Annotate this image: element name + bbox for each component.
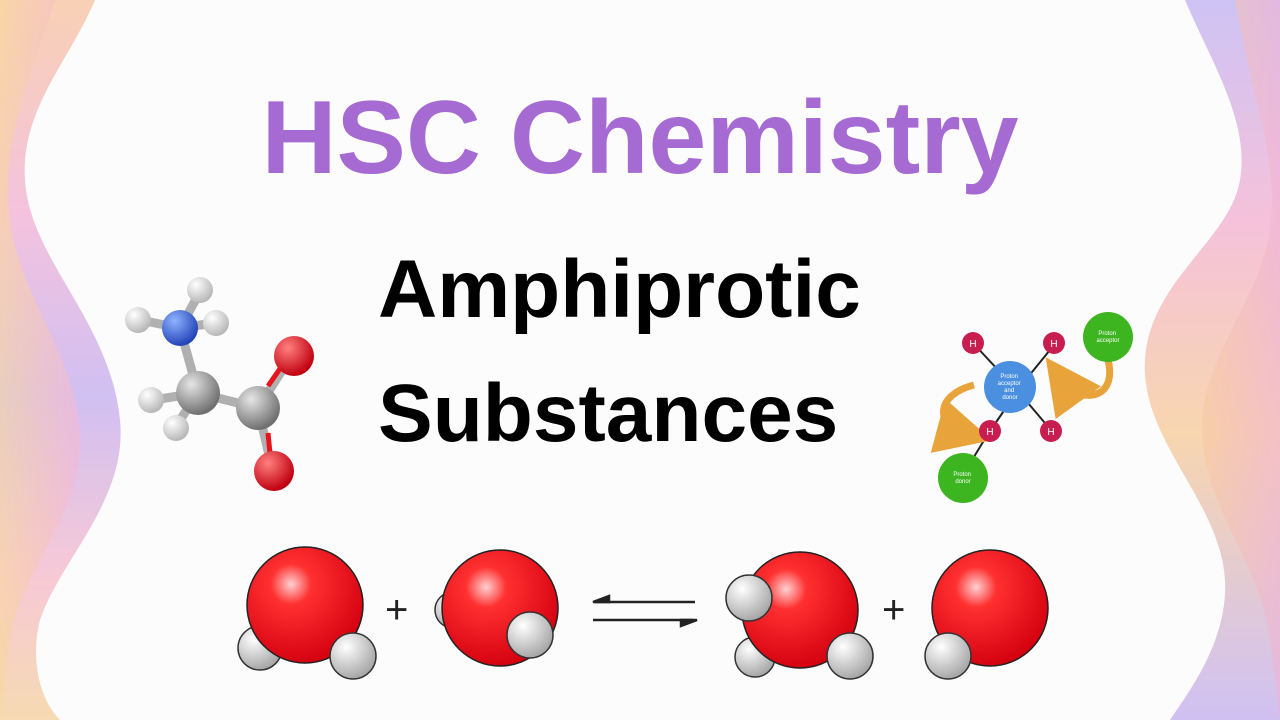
water-molecule [237, 546, 377, 680]
plus-sign: + [882, 588, 906, 632]
proton-acceptor-node [1083, 312, 1133, 362]
hydrogen-atom [163, 415, 189, 441]
plus-sign: + [385, 588, 409, 632]
proton-donor-node [938, 453, 988, 503]
proton-acceptor-label: Proton acceptor [1096, 331, 1119, 344]
hydroxide-ion [924, 549, 1049, 680]
left-wave-decoration [0, 0, 121, 720]
hydrogen-node [979, 420, 1001, 442]
hydrogen-label: H [1047, 427, 1054, 438]
subtitle-line-1: Amphiprotic [378, 244, 861, 335]
center-node-label: Proton acceptor and donor [998, 374, 1023, 401]
hydrogen-label: H [969, 339, 976, 350]
hydrogen-atom [203, 310, 229, 336]
page-subtitle: Amphiprotic Substances [378, 228, 938, 476]
equilibrium-arrows [592, 594, 698, 628]
water-molecule [434, 549, 559, 667]
oxygen-atom [274, 336, 314, 376]
nitrogen-atom [162, 310, 198, 346]
subtitle-line-2: Substances [378, 368, 839, 459]
oxygen-atom [254, 451, 294, 491]
right-wave-decoration [1144, 0, 1280, 720]
glycine-molecule-model [125, 277, 314, 491]
water-autoionization-equation [237, 546, 1049, 680]
hydrogen-node [1043, 332, 1065, 354]
carbon-atom [176, 371, 220, 415]
page-title: HSC Chemistry [261, 80, 1019, 196]
hydrogen-label: H [1050, 339, 1057, 350]
hydronium-ion [725, 551, 874, 680]
hydrogen-node [962, 332, 984, 354]
center-node [984, 361, 1036, 413]
proton-donor-label: Proton donor [953, 472, 972, 485]
carbon-atom [236, 386, 280, 430]
hydrogen-atom [138, 387, 164, 413]
hydrogen-atom [125, 307, 151, 333]
hydrogen-label: H [986, 427, 993, 438]
amphiprotic-diagram: Proton acceptor and donor Proton accepto… [930, 312, 1133, 503]
hydrogen-atom [187, 277, 213, 303]
hydrogen-node [1040, 420, 1062, 442]
